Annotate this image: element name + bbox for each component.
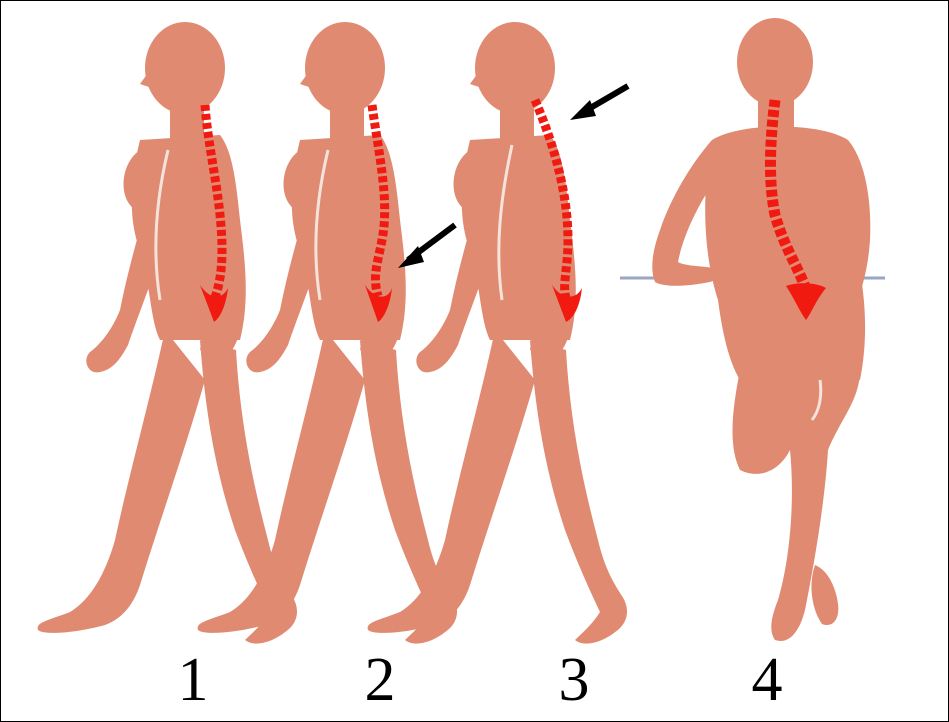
arrow-thoracic <box>570 86 628 120</box>
figure-3-label: 3 <box>559 646 590 714</box>
arrow-lumbar <box>398 225 455 268</box>
figure-1-normal <box>38 22 297 644</box>
figure-4-scoliosis <box>620 18 885 641</box>
figure-4-label: 4 <box>752 646 783 714</box>
figure-1-label: 1 <box>178 646 209 714</box>
figure-2-label: 2 <box>365 646 396 714</box>
